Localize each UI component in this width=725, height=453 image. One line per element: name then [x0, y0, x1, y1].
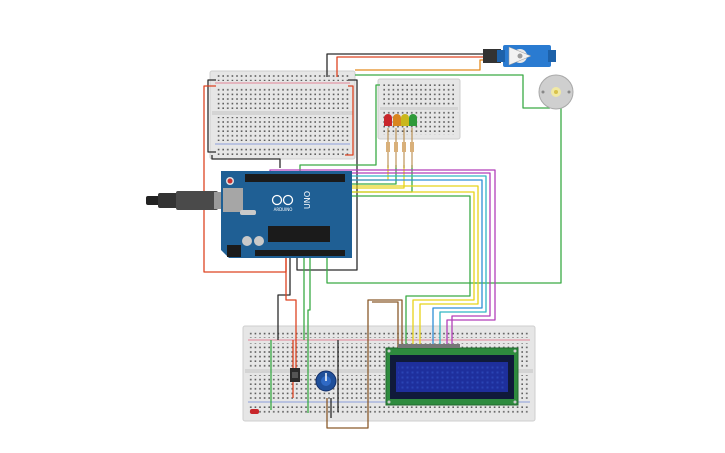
wire-left-black [207, 79, 216, 153]
wire-right-black [296, 79, 358, 271]
wire-right-red [345, 85, 354, 156]
arduino-model-text: UNO [303, 191, 312, 209]
wire-brown-pot [372, 301, 399, 348]
wire-lcd-yellow [296, 185, 479, 348]
potentiometer[interactable] [315, 370, 337, 392]
wire-green-top [355, 74, 550, 109]
dc-motor[interactable] [538, 74, 574, 110]
led-yellow [401, 114, 409, 126]
arduino-logo [271, 194, 294, 206]
push-button[interactable] [290, 368, 300, 382]
wire-bottom-red [285, 258, 297, 375]
servo-motor[interactable] [483, 45, 556, 67]
arduino-brand-text: ARDUINO [274, 207, 293, 212]
breadboard-top-right[interactable] [377, 78, 461, 140]
wire-green-motor [326, 108, 562, 284]
traffic-leds[interactable] [384, 114, 417, 126]
wire-green-breadboard [299, 84, 380, 178]
wire-servo-red [336, 56, 500, 77]
led-green [409, 114, 417, 126]
wire-bottom-black [277, 258, 291, 340]
indicator-led[interactable] [250, 409, 259, 414]
wire-lcd-green [306, 195, 471, 348]
led-red [384, 114, 392, 126]
wire-servo-black [326, 53, 500, 77]
wire-servo-orange [355, 59, 500, 71]
arduino-uno[interactable]: ARDUINO UNO [221, 171, 352, 258]
lcd-16x2[interactable] [385, 344, 519, 406]
wire-top-black2 [211, 155, 281, 168]
breadboard-top-left[interactable] [209, 70, 356, 160]
led-orange [393, 114, 401, 126]
wire-brown-lcd [326, 299, 403, 429]
wire-lcd-blue [290, 179, 483, 348]
resistors[interactable] [386, 128, 414, 168]
lcd-header-pins [398, 344, 460, 348]
wire-lcd-yellow2 [300, 191, 475, 348]
wire-bottom-green2 [307, 258, 311, 413]
